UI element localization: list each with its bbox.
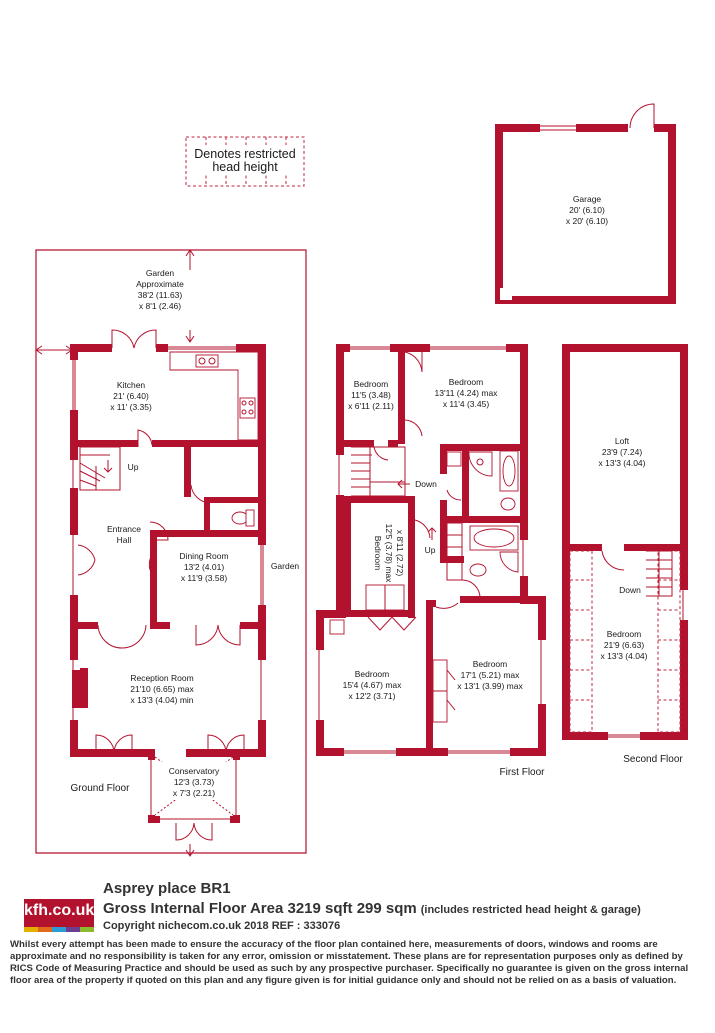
first-floor-plan: Down Up Bedroom 11'5 (	[316, 344, 546, 778]
logo-stripe-segment	[38, 927, 52, 932]
garage-dims: 20' (6.10)	[569, 205, 605, 215]
copyright: Copyright nichecom.co.uk 2018 REF : 3330…	[103, 920, 341, 932]
loft-dims: 23'9 (7.24)	[602, 447, 643, 457]
logo-stripe-segment	[24, 927, 38, 932]
second-bed-dims: 21'9 (6.63)	[604, 640, 645, 650]
entrance-name-2: Hall	[117, 535, 132, 545]
logo-stripe-segment	[52, 927, 66, 932]
entrance-name: Entrance	[107, 524, 141, 534]
bed4-name: Bedroom	[355, 669, 390, 679]
conservatory-name: Conservatory	[169, 766, 220, 776]
kitchen-dims: 21' (6.40)	[113, 391, 149, 401]
conservatory-dims-2: x 7'3 (2.21)	[173, 788, 215, 798]
second-floor-label: Second Floor	[623, 754, 683, 765]
conservatory-dims: 12'3 (3.73)	[174, 777, 215, 787]
bed3-dims: 12'5 (3.78) max	[384, 524, 394, 584]
garden-boundary	[35, 249, 307, 854]
reception-dims: 21'10 (6.65) max	[130, 684, 194, 694]
gross-area: Gross Internal Floor Area 3219 sqft 299 …	[103, 900, 641, 917]
garden-approx-name-2: Approximate	[136, 279, 184, 289]
legend-text-1: Denotes restricted	[194, 147, 295, 161]
ground-floor-label: Ground Floor	[71, 783, 131, 794]
bed2-name: Bedroom	[449, 377, 484, 387]
bed4-dims: 15'4 (4.67) max	[343, 680, 403, 690]
dining-dims: 13'2 (4.01)	[184, 562, 225, 572]
bed4-dims-2: x 12'2 (3.71)	[349, 691, 396, 701]
bed3-dims-2: x 8'11 (2.72)	[395, 530, 405, 577]
logo-stripe-segment	[80, 927, 94, 932]
disclaimer: Whilst every attempt has been made to en…	[10, 939, 689, 986]
bed5-name: Bedroom	[473, 659, 508, 669]
reception-dims-2: x 13'3 (4.04) min	[130, 695, 193, 705]
dining-dims-2: x 11'9 (3.58)	[181, 573, 228, 583]
first-down-label: Down	[415, 479, 437, 489]
bed1-name: Bedroom	[354, 379, 389, 389]
logo-stripe-segment	[66, 927, 80, 932]
garage-dims-2: x 20' (6.10)	[566, 216, 608, 226]
second-down-label: Down	[619, 585, 641, 595]
garage-name: Garage	[573, 194, 602, 204]
second-bed-dims-2: x 13'3 (4.04)	[601, 651, 648, 661]
bed5-dims-2: x 13'1 (3.99) max	[457, 681, 523, 691]
kitchen-dims-2: x 11' (3.35)	[110, 402, 152, 412]
garden-approx-dims: 38'2 (11.63)	[138, 290, 183, 300]
kfh-logo: kfh.co.uk	[24, 899, 94, 932]
loft-dims-2: x 13'3 (4.04)	[599, 458, 646, 468]
loft-name: Loft	[615, 436, 630, 446]
bed3-name: Bedroom	[373, 536, 383, 571]
reception-name: Reception Room	[130, 673, 193, 683]
first-floor-label: First Floor	[500, 767, 546, 778]
garden-approx-name: Garden	[146, 268, 175, 278]
ground-floor-plan: Garden Approximate 38'2 (11.63) x 8'1 (2…	[35, 249, 307, 857]
bed2-dims-2: x 11'4 (3.45)	[443, 399, 490, 409]
logo-stripe	[24, 927, 94, 932]
legend-text-2: head height	[212, 160, 278, 174]
gross-area-note: (includes restricted head height & garag…	[420, 904, 641, 916]
ground-up-label: Up	[128, 462, 139, 472]
property-address: Asprey place BR1	[103, 880, 231, 897]
bed2-dims: 13'11 (4.24) max	[435, 388, 499, 398]
garden-approx-dims-2: x 8'1 (2.46)	[139, 301, 181, 311]
bed5-dims: 17'1 (5.21) max	[461, 670, 521, 680]
restricted-head-height-legend: Denotes restricted head height	[185, 136, 305, 187]
gross-area-value: Gross Internal Floor Area 3219 sqft 299 …	[103, 900, 417, 917]
bed1-dims-2: x 6'11 (2.11)	[348, 401, 394, 411]
second-bed-name: Bedroom	[607, 629, 642, 639]
logo-text: kfh.co.uk	[24, 902, 95, 919]
garage: Garage 20' (6.10) x 20' (6.10)	[495, 103, 676, 304]
second-floor-plan: Down Loft 23'9 (7.24) x 13'3 (4.04) Bedr…	[562, 344, 688, 765]
dining-name: Dining Room	[179, 551, 228, 561]
kitchen-name: Kitchen	[117, 380, 146, 390]
bed1-dims: 11'5 (3.48)	[351, 390, 391, 400]
first-up-label: Up	[425, 545, 436, 555]
garden-side-label: Garden	[271, 561, 300, 571]
